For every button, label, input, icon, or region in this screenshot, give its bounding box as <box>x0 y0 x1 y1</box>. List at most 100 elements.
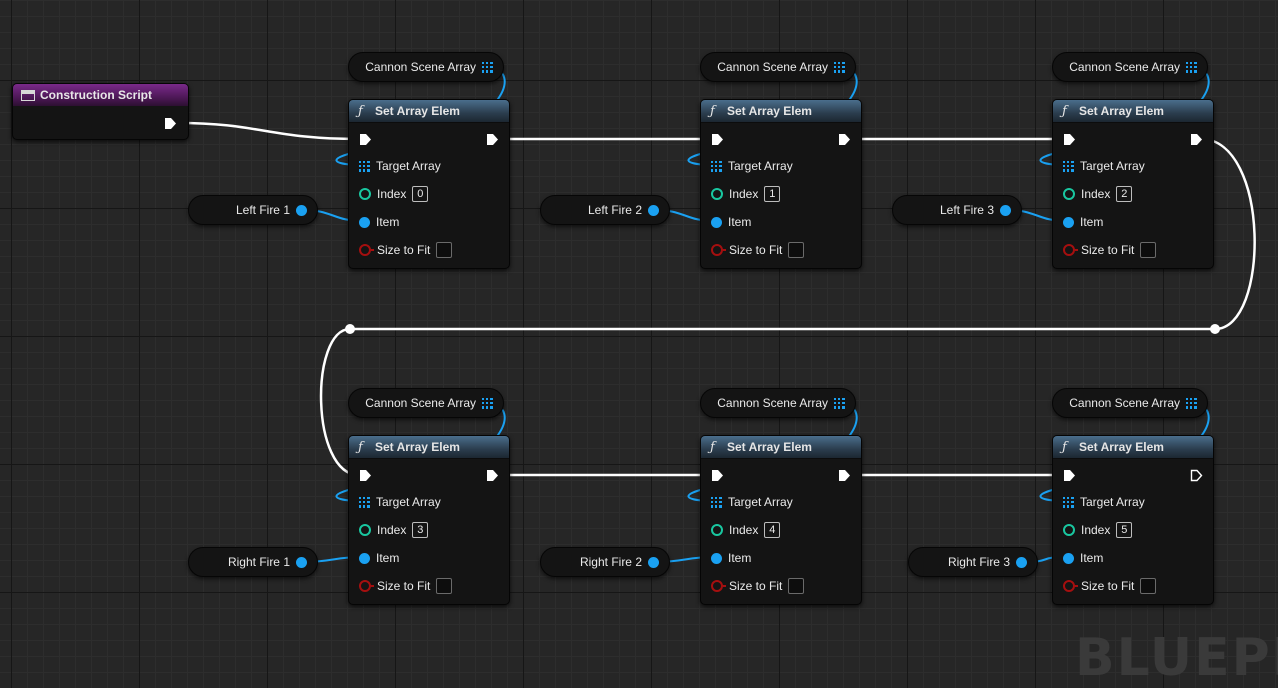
item-pin-row[interactable]: Item <box>701 549 751 567</box>
array-grid-icon[interactable] <box>482 397 493 409</box>
item-pin-row[interactable]: Item <box>701 213 751 231</box>
object-pin-icon[interactable] <box>648 556 659 568</box>
integer-pin-icon[interactable] <box>1063 188 1075 200</box>
cannon-scene-array-getter[interactable]: Cannon Scene Array <box>700 52 856 82</box>
cannon-scene-array-getter[interactable]: Cannon Scene Array <box>700 388 856 418</box>
item-variable-getter[interactable]: Right Fire 1 <box>188 547 318 577</box>
index-value-field[interactable]: 2 <box>1116 186 1133 202</box>
item-variable-getter[interactable]: Right Fire 3 <box>908 547 1038 577</box>
index-value-field[interactable]: 4 <box>764 522 781 538</box>
object-pin-icon[interactable] <box>1016 556 1027 568</box>
item-variable-getter[interactable]: Left Fire 1 <box>188 195 318 225</box>
index-value-field[interactable]: 3 <box>412 522 429 538</box>
object-pin-icon[interactable] <box>711 216 722 228</box>
boolean-pin-icon[interactable] <box>359 580 374 592</box>
object-pin-icon[interactable] <box>1000 204 1011 216</box>
cannon-scene-array-getter[interactable]: Cannon Scene Array <box>348 52 504 82</box>
object-pin-icon[interactable] <box>296 204 307 216</box>
array-grid-icon[interactable] <box>359 496 370 508</box>
target-array-pin-row[interactable]: Target Array <box>701 493 793 511</box>
exec-in-icon[interactable] <box>711 469 724 482</box>
integer-pin-icon[interactable] <box>711 524 723 536</box>
object-pin-icon[interactable] <box>359 216 370 228</box>
array-grid-icon[interactable] <box>711 160 722 172</box>
array-grid-icon[interactable] <box>482 61 493 73</box>
array-grid-icon[interactable] <box>1063 496 1074 508</box>
exec-out-icon[interactable] <box>164 117 177 130</box>
construction-script-node[interactable]: Construction Script <box>12 83 189 140</box>
item-pin-row[interactable]: Item <box>349 213 399 231</box>
exec-in-icon[interactable] <box>1063 469 1076 482</box>
index-value-field[interactable]: 1 <box>764 186 781 202</box>
array-grid-icon[interactable] <box>834 61 845 73</box>
size-to-fit-checkbox[interactable] <box>1140 242 1157 258</box>
integer-pin-icon[interactable] <box>359 524 371 536</box>
object-pin-icon[interactable] <box>1063 216 1074 228</box>
array-grid-icon[interactable] <box>711 496 722 508</box>
array-grid-icon[interactable] <box>359 160 370 172</box>
object-pin-icon[interactable] <box>648 204 659 216</box>
item-variable-getter[interactable]: Left Fire 2 <box>540 195 670 225</box>
target-array-pin-row[interactable]: Target Array <box>1053 493 1145 511</box>
size-to-fit-checkbox[interactable] <box>436 578 453 594</box>
exec-out-icon[interactable] <box>486 469 499 482</box>
cannon-scene-array-getter[interactable]: Cannon Scene Array <box>1052 52 1208 82</box>
index-value-field[interactable]: 5 <box>1116 522 1133 538</box>
object-pin-icon[interactable] <box>359 552 370 564</box>
exec-in-icon[interactable] <box>359 133 372 146</box>
integer-pin-icon[interactable] <box>711 188 723 200</box>
size-to-fit-pin-row[interactable]: Size to Fit <box>1053 241 1157 259</box>
size-to-fit-pin-row[interactable]: Size to Fit <box>701 241 805 259</box>
object-pin-icon[interactable] <box>296 556 307 568</box>
cannon-scene-array-getter[interactable]: Cannon Scene Array <box>348 388 504 418</box>
size-to-fit-checkbox[interactable] <box>436 242 453 258</box>
item-variable-getter[interactable]: Left Fire 3 <box>892 195 1022 225</box>
size-to-fit-pin-row[interactable]: Size to Fit <box>349 241 453 259</box>
target-array-pin-row[interactable]: Target Array <box>349 157 441 175</box>
exec-out-icon[interactable] <box>1190 133 1203 146</box>
target-array-pin-row[interactable]: Target Array <box>349 493 441 511</box>
item-pin-row[interactable]: Item <box>349 549 399 567</box>
size-to-fit-pin-row[interactable]: Size to Fit <box>1053 577 1157 595</box>
exec-in-icon[interactable] <box>711 133 724 146</box>
array-grid-icon[interactable] <box>834 397 845 409</box>
boolean-pin-icon[interactable] <box>711 244 726 256</box>
object-pin-icon[interactable] <box>711 552 722 564</box>
reroute-knot[interactable] <box>345 324 355 334</box>
boolean-pin-icon[interactable] <box>1063 580 1078 592</box>
cannon-scene-array-getter[interactable]: Cannon Scene Array <box>1052 388 1208 418</box>
integer-pin-icon[interactable] <box>1063 524 1075 536</box>
boolean-pin-icon[interactable] <box>1063 244 1078 256</box>
size-to-fit-checkbox[interactable] <box>788 242 805 258</box>
reroute-knot[interactable] <box>1210 324 1220 334</box>
exec-in-icon[interactable] <box>359 469 372 482</box>
target-array-pin-row[interactable]: Target Array <box>701 157 793 175</box>
index-value-field[interactable]: 0 <box>412 186 429 202</box>
exec-in-icon[interactable] <box>1063 133 1076 146</box>
exec-out-icon[interactable] <box>838 133 851 146</box>
integer-pin-icon[interactable] <box>359 188 371 200</box>
exec-out-icon[interactable] <box>1190 469 1203 482</box>
item-pin-row[interactable]: Item <box>1053 549 1103 567</box>
item-variable-getter[interactable]: Right Fire 2 <box>540 547 670 577</box>
array-grid-icon[interactable] <box>1186 397 1197 409</box>
boolean-pin-icon[interactable] <box>359 244 374 256</box>
object-pin-icon[interactable] <box>1063 552 1074 564</box>
array-grid-icon[interactable] <box>1063 160 1074 172</box>
exec-out-icon[interactable] <box>486 133 499 146</box>
size-to-fit-pin-row[interactable]: Size to Fit <box>349 577 453 595</box>
size-to-fit-checkbox[interactable] <box>788 578 805 594</box>
exec-out-icon[interactable] <box>838 469 851 482</box>
